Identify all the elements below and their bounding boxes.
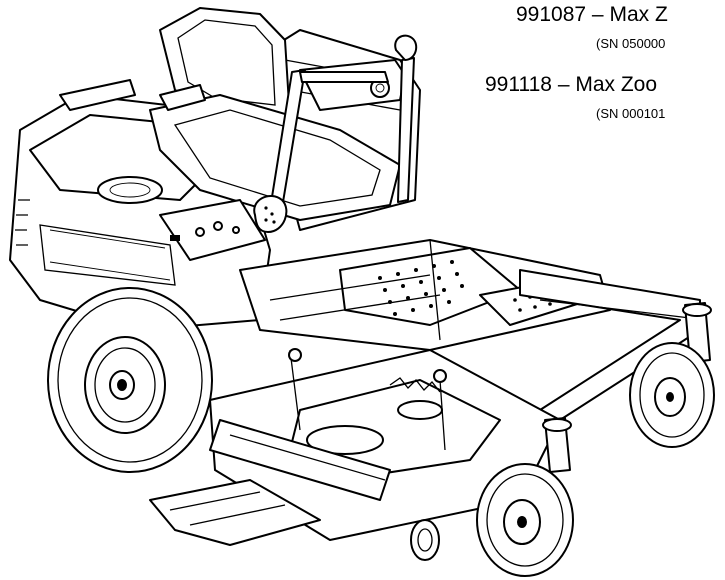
front-caster-wheel-left	[476, 417, 574, 577]
model-label-991118: 991118 – Max Zoo	[485, 73, 657, 97]
deck-gauge-wheel	[410, 519, 440, 561]
model-number: 991118	[485, 73, 552, 96]
operator-seat	[149, 7, 401, 221]
chassis-frame	[239, 239, 611, 351]
front-caster-wheel-right	[629, 302, 715, 448]
control-levers	[253, 34, 418, 233]
serial-range-991118: (SN 000101	[596, 106, 666, 121]
model-separator: –	[591, 3, 604, 26]
mower-deck	[209, 349, 561, 541]
model-name: Max Z	[609, 3, 668, 26]
discharge-chute	[149, 479, 321, 546]
model-name: Max Zoo	[575, 73, 658, 96]
model-label-991087: 991087 – Max Z	[516, 3, 668, 27]
model-separator: –	[557, 73, 570, 96]
serial-range-991087: (SN 050000	[596, 36, 666, 51]
deck-linkage	[288, 348, 447, 451]
rear-drive-wheel	[47, 287, 213, 473]
model-number: 991087	[516, 3, 587, 26]
control-panel	[159, 199, 266, 261]
